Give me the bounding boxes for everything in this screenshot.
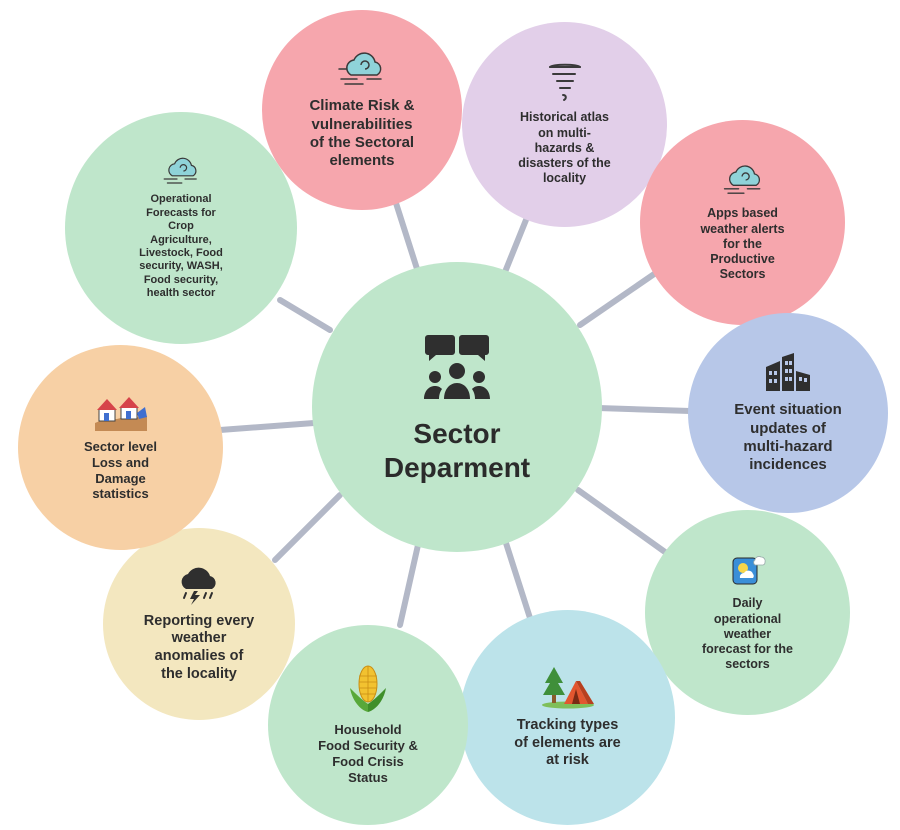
storm-cloud-icon: [723, 165, 760, 195]
connector-tracking-elements: [502, 537, 533, 621]
connector-loss-damage: [217, 420, 317, 433]
node-label: Historical atlas on multi- hazards & dis…: [518, 110, 611, 186]
node-daily-forecast: Daily operational weather forecast for t…: [645, 510, 850, 715]
connector-climate-risk: [392, 197, 421, 275]
node-label: Apps based weather alerts for the Produc…: [700, 206, 785, 282]
node-label: Operational Forecasts for Crop Agricultu…: [139, 193, 223, 300]
center-title: Sector Deparment: [383, 418, 531, 483]
connector-apps-weather-alerts: [577, 267, 663, 328]
collapsed-building-icon: [766, 353, 810, 392]
tornado-icon: [548, 64, 581, 102]
node-label: Daily operational weather forecast for t…: [702, 596, 793, 672]
connector-daily-forecast: [575, 487, 668, 555]
connector-household-food: [397, 542, 421, 628]
node-loss-damage: Sector level Loss and Damage statistics: [18, 345, 223, 550]
tent-tree-icon: [541, 666, 594, 709]
node-tracking-elements: Tracking types of elements are at risk: [460, 610, 675, 825]
node-climate-risk: Climate Risk & vulnerabilities of the Se…: [262, 10, 462, 210]
center-node: Sector Deparment: [312, 262, 602, 552]
storm-cloud-icon: [338, 52, 382, 86]
connector-reporting-anomalies: [272, 492, 343, 563]
node-label: Reporting every weather anomalies of the…: [143, 612, 255, 682]
storm-cloud-icon: [163, 158, 197, 184]
group-discussion-icon: [424, 335, 490, 400]
node-label: Event situation updates of multi-hazard …: [734, 401, 842, 474]
node-label: Climate Risk & vulnerabilities of the Se…: [309, 97, 415, 170]
node-label: Household Food Security & Food Crisis St…: [318, 722, 418, 785]
connector-operational-forecasts: [277, 297, 333, 333]
node-apps-weather-alerts: Apps based weather alerts for the Produc…: [640, 120, 845, 325]
thunder-cloud-icon: [181, 567, 216, 605]
connector-event-situation: [595, 405, 693, 414]
node-household-food: Household Food Security & Food Crisis St…: [268, 625, 468, 825]
weather-app-icon: [732, 556, 765, 585]
node-event-situation: Event situation updates of multi-hazard …: [688, 313, 888, 513]
damaged-houses-icon: [94, 396, 147, 431]
node-reporting-anomalies: Reporting every weather anomalies of the…: [103, 528, 295, 720]
corn-icon: [350, 665, 386, 713]
node-label: Tracking types of elements are at risk: [514, 716, 621, 769]
node-historical-atlas: Historical atlas on multi- hazards & dis…: [462, 22, 667, 227]
node-label: Sector level Loss and Damage statistics: [84, 438, 157, 502]
connector-historical-atlas: [502, 207, 533, 275]
node-operational-forecasts: Operational Forecasts for Crop Agricultu…: [65, 112, 297, 344]
